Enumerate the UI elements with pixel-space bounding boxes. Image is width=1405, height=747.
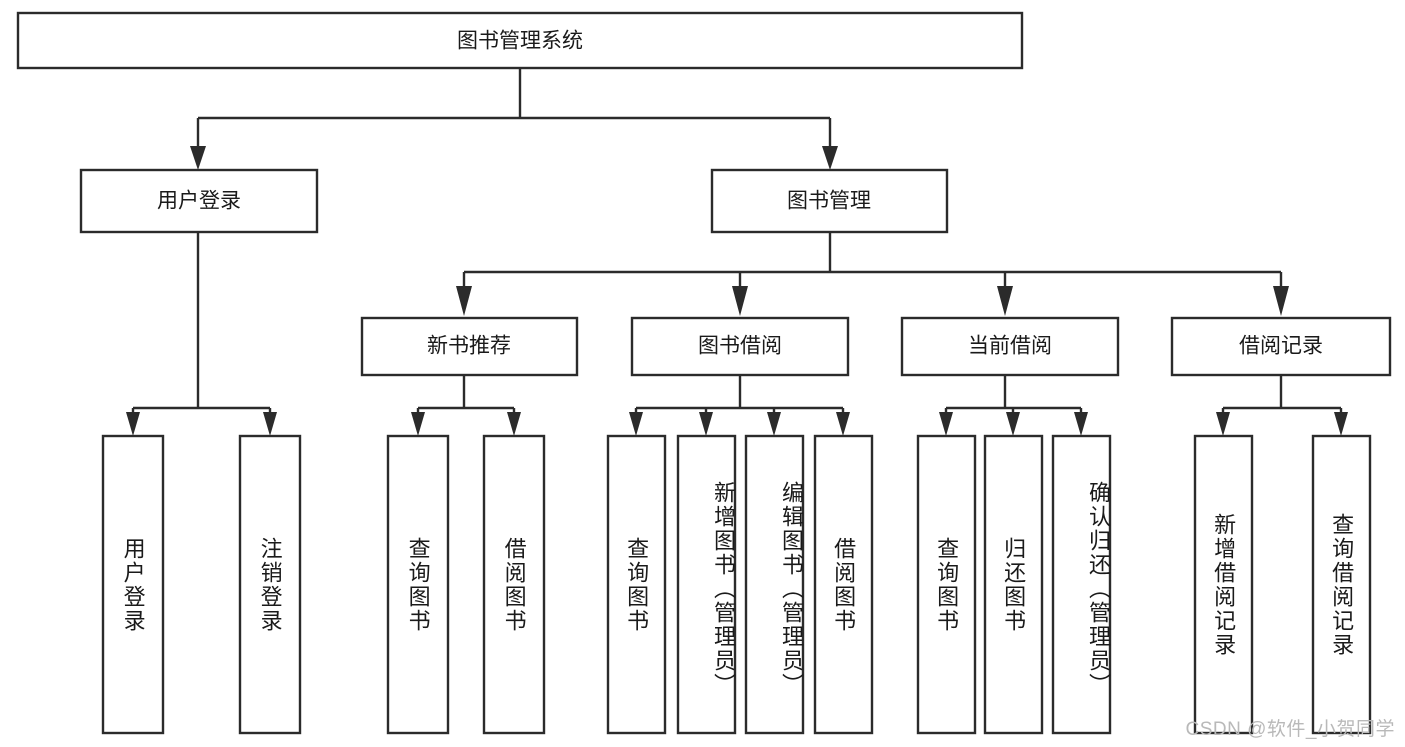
leaf-box-current-borrow-1[interactable] <box>916 434 977 735</box>
node-user-login-box[interactable] <box>79 168 319 234</box>
arrow-head-leaf-book-borrow-4 <box>836 412 850 436</box>
arrow-head-leaf-current-borrow-1 <box>939 412 953 436</box>
leaf-boxes-user-login <box>101 434 302 735</box>
arrow-head-leaf-user-login-2 <box>263 412 277 436</box>
connector-group-new-book-leaves <box>411 375 521 436</box>
node-user-login-label: 用户登录 <box>157 190 241 213</box>
connector-group-current-borrow-leaves <box>939 375 1088 436</box>
arrow-head-book-borrow <box>732 286 748 316</box>
arrow-head-leaf-borrow-record-2 <box>1334 412 1348 436</box>
node-root-label: 图书管理系统 <box>457 30 583 53</box>
leaf-box-book-borrow-4[interactable] <box>813 434 874 735</box>
node-book-borrow-box[interactable] <box>630 316 850 377</box>
arrow-head-new-book <box>456 286 472 316</box>
leaf-box-current-borrow-3[interactable] <box>1051 434 1112 735</box>
connector-group-book-manage-to-level3 <box>456 232 1289 316</box>
arrow-head-leaf-current-borrow-3 <box>1074 412 1088 436</box>
node-book-borrow[interactable]: 图书借阅 <box>630 316 850 377</box>
leaf-boxes-current-borrow <box>916 434 1112 735</box>
leaf-box-user-login-2[interactable] <box>238 434 302 735</box>
leaf-box-book-borrow-2[interactable] <box>676 434 737 735</box>
connector-group-user-login-leaves <box>126 232 277 436</box>
leaf-box-current-borrow-2[interactable] <box>983 434 1044 735</box>
node-current-borrow-label: 当前借阅 <box>968 335 1052 358</box>
node-borrow-record-box[interactable] <box>1170 316 1392 377</box>
leaf-box-new-book-1[interactable] <box>386 434 450 735</box>
arrow-head-leaf-new-book-2 <box>507 412 521 436</box>
leaf-boxes-borrow-record <box>1193 434 1372 735</box>
arrow-head-current-borrow <box>997 286 1013 316</box>
csdn-watermark: CSDN @软件_小贺同学 <box>1185 719 1395 740</box>
node-user-login[interactable]: 用户登录 <box>79 168 319 234</box>
node-book-manage-box[interactable] <box>710 168 949 234</box>
leaf-box-book-borrow-3[interactable] <box>744 434 805 735</box>
connector-group-root-to-level2 <box>190 68 838 170</box>
arrow-head-leaf-current-borrow-2 <box>1006 412 1020 436</box>
node-book-manage-label: 图书管理 <box>787 190 871 213</box>
arrow-head-leaf-book-borrow-2 <box>699 412 713 436</box>
leaf-boxes-new-book-recommend <box>386 434 546 735</box>
leaf-box-borrow-record-1[interactable] <box>1193 434 1254 735</box>
leaf-box-user-login-1[interactable] <box>101 434 165 735</box>
arrow-head-leaf-borrow-record-1 <box>1216 412 1230 436</box>
arrow-head-borrow-record <box>1273 286 1289 316</box>
node-current-borrow[interactable]: 当前借阅 <box>900 316 1120 377</box>
leaf-box-book-borrow-1[interactable] <box>606 434 667 735</box>
node-borrow-record[interactable]: 借阅记录 <box>1170 316 1392 377</box>
connector-group-borrow-record-leaves <box>1216 375 1348 436</box>
arrow-head-book-manage <box>822 146 838 170</box>
node-current-borrow-box[interactable] <box>900 316 1120 377</box>
arrow-head-leaf-new-book-1 <box>411 412 425 436</box>
node-new-book-recommend[interactable]: 新书推荐 <box>360 316 579 377</box>
arrow-head-leaf-book-borrow-3 <box>767 412 781 436</box>
node-book-manage[interactable]: 图书管理 <box>710 168 949 234</box>
leaf-boxes-book-borrow <box>606 434 874 735</box>
node-book-borrow-label: 图书借阅 <box>698 335 782 358</box>
arrow-head-user-login <box>190 146 206 170</box>
node-new-book-recommend-label: 新书推荐 <box>427 335 511 358</box>
node-root-box[interactable] <box>16 11 1024 70</box>
connector-group-book-borrow-leaves <box>629 375 850 436</box>
arrow-head-leaf-user-login-1 <box>126 412 140 436</box>
leaf-box-borrow-record-2[interactable] <box>1311 434 1372 735</box>
leaf-box-new-book-2[interactable] <box>482 434 546 735</box>
node-root[interactable]: 图书管理系统 <box>16 11 1024 70</box>
node-borrow-record-label: 借阅记录 <box>1239 335 1323 358</box>
node-new-book-recommend-box[interactable] <box>360 316 579 377</box>
arrow-head-leaf-book-borrow-1 <box>629 412 643 436</box>
